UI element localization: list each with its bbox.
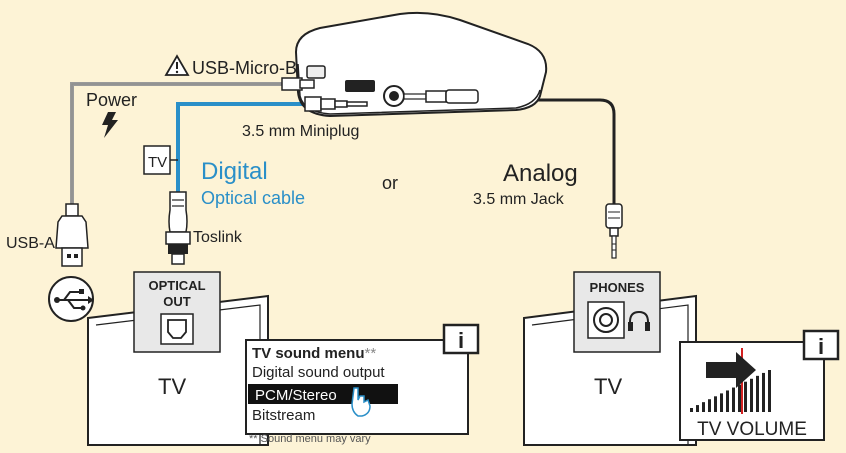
volume-bar xyxy=(750,378,753,412)
tv-volume-label: TV VOLUME xyxy=(697,419,807,440)
info-icon-menu[interactable]: i xyxy=(442,323,480,355)
optical-out-label-2: OUT xyxy=(163,294,191,309)
info-icon-volume[interactable]: i xyxy=(802,329,840,361)
analog-label: Analog xyxy=(503,160,578,187)
warning-icon xyxy=(164,54,190,76)
optical-cable xyxy=(176,102,305,193)
tv-cable-tag: TV xyxy=(143,145,178,175)
analog-jack-tip xyxy=(605,203,623,259)
sound-menu-item-digital[interactable]: Digital sound output xyxy=(252,364,385,381)
hand-pointer-icon xyxy=(351,387,371,417)
right-tv-label: TV xyxy=(594,374,622,399)
usb-micro-b-label: USB-Micro-B xyxy=(192,58,297,78)
optical-port-icon xyxy=(167,319,187,339)
miniplug-label: 3.5 mm Miniplug xyxy=(242,123,359,140)
headphones-icon xyxy=(628,310,650,331)
svg-text:i: i xyxy=(458,328,464,353)
usb-a-label: USB-A xyxy=(6,235,55,252)
volume-arrow-icon xyxy=(706,352,756,388)
toslink-label: Toslink xyxy=(193,229,243,246)
tv-tag-label: TV xyxy=(148,154,167,171)
analog-jack-plug xyxy=(403,89,479,104)
sound-menu-item-bitstream[interactable]: Bitstream xyxy=(252,407,315,424)
volume-bar xyxy=(696,405,699,412)
tv-sound-menu: TV sound menu** Digital sound output PCM… xyxy=(245,339,469,435)
sound-menu-title: TV sound menu** xyxy=(252,345,376,362)
volume-bar xyxy=(714,396,717,412)
svg-text:i: i xyxy=(818,334,824,359)
volume-bar xyxy=(756,375,759,412)
volume-bar xyxy=(744,381,747,412)
toslink-plug xyxy=(165,191,191,265)
volume-bar xyxy=(738,384,741,412)
phones-panel: PHONES xyxy=(573,271,661,353)
tv-volume-panel: TV VOLUME xyxy=(679,341,825,441)
volume-bar xyxy=(708,399,711,412)
power-bolt-icon xyxy=(102,112,118,138)
volume-bar xyxy=(720,393,723,412)
phones-label: PHONES xyxy=(590,280,645,295)
optical-out-panel: OPTICAL OUT xyxy=(133,271,221,353)
left-tv-label: TV xyxy=(158,374,186,399)
usb-symbol-icon xyxy=(48,276,94,322)
usb-power-cable xyxy=(70,82,300,205)
usb-a-plug xyxy=(55,203,89,267)
volume-bar xyxy=(726,390,729,412)
optical-out-label-1: OPTICAL xyxy=(148,278,205,293)
or-label: or xyxy=(382,173,398,193)
power-label: Power xyxy=(86,90,137,110)
optical-cable-label: Optical cable xyxy=(201,188,305,208)
jack-label: 3.5 mm Jack xyxy=(473,191,565,208)
analog-cable xyxy=(478,98,616,205)
volume-bar xyxy=(690,408,693,412)
sound-menu-footnote: ** Sound menu may vary xyxy=(249,433,371,445)
usb-micro-b-plug xyxy=(281,77,315,91)
miniplug-connector xyxy=(304,96,368,112)
volume-bar xyxy=(702,402,705,412)
sound-menu-item-pcm[interactable]: PCM/Stereo xyxy=(255,387,337,404)
volume-bar xyxy=(732,387,735,412)
digital-label: Digital xyxy=(201,158,268,185)
volume-bar xyxy=(768,370,771,412)
volume-bar xyxy=(762,372,765,412)
